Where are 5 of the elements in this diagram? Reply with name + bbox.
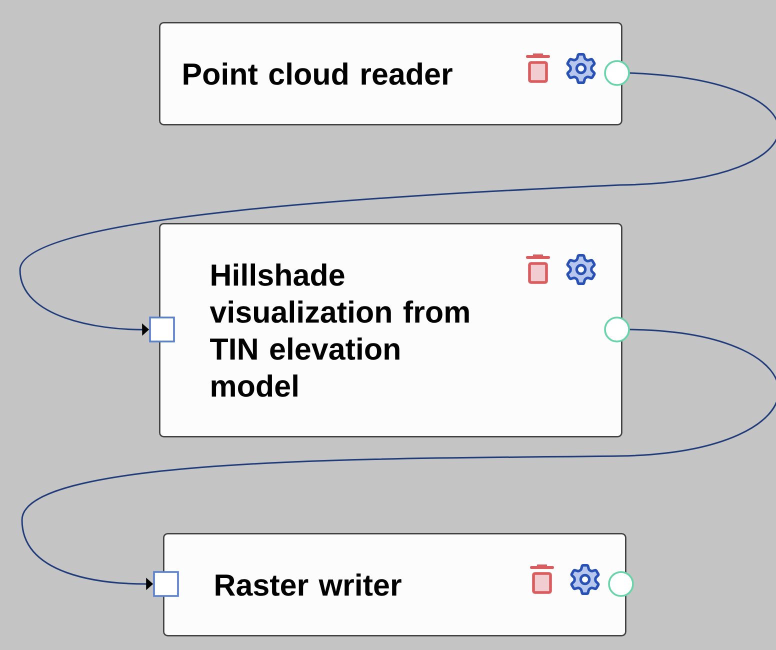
port-square xyxy=(149,316,175,342)
process-box: Hillshade visualization from TIN elevation model xyxy=(159,223,622,438)
port-square xyxy=(153,571,179,597)
process-box: Point cloud reader xyxy=(159,22,622,126)
process-box: Raster writer xyxy=(163,533,626,636)
